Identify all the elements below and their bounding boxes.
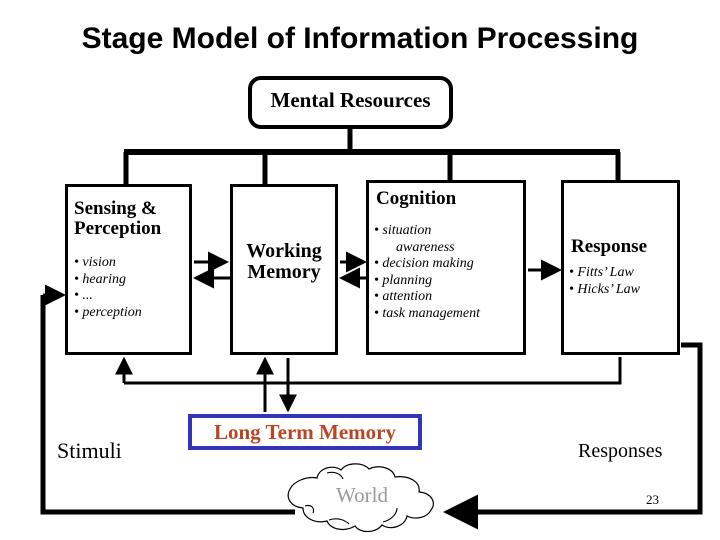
list-item: • planning bbox=[374, 272, 433, 288]
list-item: • decision making bbox=[374, 256, 474, 272]
mental-resources-box: Mental Resources bbox=[248, 76, 453, 129]
wire-response-to-world bbox=[443, 342, 703, 530]
cognition-title: Cognition bbox=[376, 188, 457, 209]
mental-resources-title: Mental Resources bbox=[270, 88, 431, 112]
response-box: Response • Fitts’ Law • Hicks’ Law bbox=[561, 180, 680, 355]
list-item: • situation bbox=[374, 223, 432, 238]
responses-label: Responses bbox=[578, 440, 663, 462]
list-item: • attention bbox=[374, 289, 433, 305]
cognition-box: Cognition • situation awareness • decisi… bbox=[366, 180, 526, 355]
list-item: • hearing bbox=[74, 271, 126, 287]
sensing-perception-box: Sensing & Perception • vision • hearing … bbox=[65, 184, 192, 355]
world-cloud-shape bbox=[287, 463, 434, 533]
sensing-title-line-1: Sensing & bbox=[74, 198, 157, 219]
working-memory-title-line-2: Memory bbox=[247, 261, 321, 283]
page-title: Stage Model of Information Processing bbox=[81, 22, 639, 55]
sensing-bullet-list: • vision • hearing • ... • perception bbox=[74, 255, 142, 321]
long-term-memory-title: Long Term Memory bbox=[214, 420, 396, 444]
page-number: 23 bbox=[646, 492, 659, 507]
long-term-memory-box: Long Term Memory bbox=[188, 414, 422, 450]
cognition-bullet-list: • situation awareness • decision making … bbox=[374, 223, 480, 322]
list-item: • perception bbox=[74, 304, 142, 320]
list-item: • Hicks’ Law bbox=[569, 281, 641, 297]
list-item-continuation: awareness bbox=[396, 239, 455, 255]
response-bullet-list: • Fitts’ Law • Hicks’ Law bbox=[569, 265, 640, 298]
list-item: • Fitts’ Law bbox=[569, 265, 634, 280]
sensing-perception-title: Sensing & Perception bbox=[74, 199, 161, 239]
wire-world-to-stimuli bbox=[40, 295, 295, 515]
list-item: • vision bbox=[74, 255, 116, 270]
list-item: • ... bbox=[74, 288, 93, 304]
working-memory-title-line-1: Working bbox=[246, 240, 322, 262]
working-memory-title: Working Memory bbox=[233, 241, 335, 283]
working-memory-box: Working Memory bbox=[230, 184, 338, 355]
list-item: • task management bbox=[374, 305, 480, 321]
world-label: World bbox=[336, 483, 388, 507]
stimuli-label: Stimuli bbox=[57, 438, 122, 463]
sensing-title-line-2: Perception bbox=[74, 217, 162, 239]
wire-feedback-bus bbox=[124, 357, 622, 385]
response-title: Response bbox=[571, 236, 648, 257]
